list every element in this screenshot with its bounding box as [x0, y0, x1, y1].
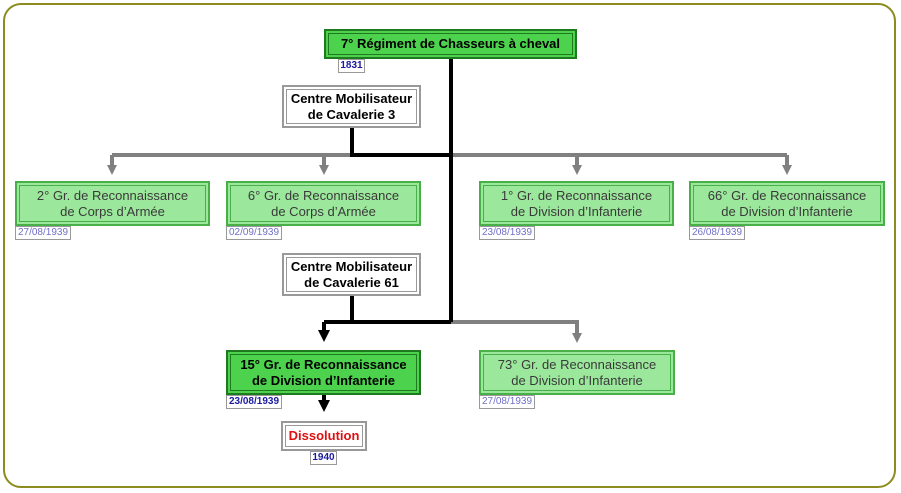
node-label-line1: 1° Gr. de Reconnaissance — [500, 187, 653, 203]
node-label-line1: 15° Gr. de Reconnaissance — [240, 356, 407, 372]
date-badge-gdri1: 23/08/1939 — [479, 226, 535, 240]
node-label-line1: 73° Gr. de Reconnaissance — [497, 356, 657, 372]
black-cmc61-link — [350, 295, 451, 324]
date-badge-gdri66: 26/08/1939 — [689, 226, 745, 240]
node-66-gdri: 66° Gr. de Reconnaissance de Division d’… — [689, 181, 885, 226]
node-label-line1: Centre Mobilisateur — [290, 90, 413, 106]
node-label-line1: 2° Gr. de Reconnaissance — [36, 187, 189, 203]
node-label-line2: de Corps d’Armée — [271, 203, 376, 219]
node-label-line1: Centre Mobilisateur — [290, 258, 413, 274]
node-label-line2: de Cavalerie 61 — [304, 274, 399, 290]
node-2-grca: 2° Gr. de Reconnaissance de Corps d’Armé… — [15, 181, 210, 226]
date-badge-gdri73: 27/08/1939 — [479, 395, 535, 409]
black-cmc3-link — [350, 127, 451, 157]
node-label: 7° Régiment de Chasseurs à cheval — [340, 36, 561, 51]
date-badge-grca2: 27/08/1939 — [15, 226, 71, 240]
node-73-gdri: 73° Gr. de Reconnaissance de Division d’… — [479, 350, 675, 395]
node-1-gdri: 1° Gr. de Reconnaissance de Division d’I… — [479, 181, 674, 226]
date-badge-1831: 1831 — [338, 59, 365, 73]
node-label-line2: de Division d’Infanterie — [510, 203, 643, 219]
node-label-line2: de Division d’Infanterie — [721, 203, 853, 219]
node-cmc61: Centre Mobilisateur de Cavalerie 61 — [282, 253, 421, 296]
node-dissolution: Dissolution — [281, 421, 367, 451]
black-connectors — [318, 58, 453, 412]
date-badge-gdri15: 23/08/1939 — [226, 395, 282, 409]
node-15-gdri: 15° Gr. de Reconnaissance de Division d’… — [226, 350, 421, 395]
node-label-line2: de Division d’Infanterie — [511, 372, 643, 388]
node-label-line1: 6° Gr. de Reconnaissance — [247, 187, 400, 203]
date-badge-1940: 1940 — [310, 451, 337, 465]
node-cmc3: Centre Mobilisateur de Cavalerie 3 — [282, 85, 421, 128]
node-label: Dissolution — [288, 428, 360, 443]
grey-arrow-gdri73 — [451, 320, 582, 343]
node-6-grca: 6° Gr. de Reconnaissance de Corps d’Armé… — [226, 181, 421, 226]
date-badge-grca6: 02/09/1939 — [226, 226, 282, 240]
node-label-line2: de Division d’Infanterie — [251, 372, 396, 388]
node-label-line1: 66° Gr. de Reconnaissance — [707, 187, 867, 203]
node-label-line2: de Cavalerie 3 — [307, 106, 396, 122]
node-label-line2: de Corps d’Armée — [60, 203, 165, 219]
node-7e-rcc: 7° Régiment de Chasseurs à cheval — [324, 29, 577, 59]
